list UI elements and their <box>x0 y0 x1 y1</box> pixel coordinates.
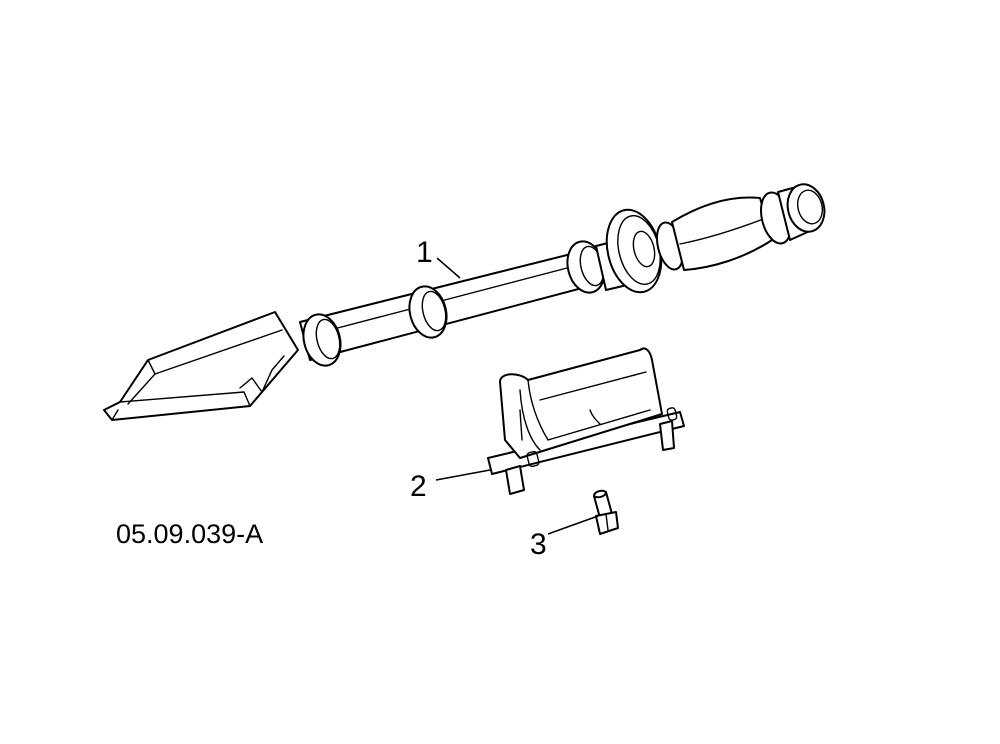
leader-line-1 <box>436 257 461 279</box>
shaft-assembly: 1 <box>103 183 826 421</box>
shaft-end-cap <box>786 183 826 233</box>
shaft-collar-3 <box>566 240 606 294</box>
shaft-collar-2 <box>408 285 448 339</box>
callout-1: 1 <box>416 236 433 269</box>
shaft-collar-1 <box>302 313 342 367</box>
bolt: 3 <box>530 489 619 561</box>
callout-3: 3 <box>530 528 547 561</box>
figure-code: 05.09.039-A <box>116 519 263 549</box>
shaft-tube <box>299 247 606 361</box>
callout-2: 2 <box>410 470 427 503</box>
leader-line-2 <box>435 469 491 481</box>
mounting-bracket: 2 <box>410 347 685 503</box>
shaft-blade <box>103 311 299 421</box>
leader-line-3 <box>547 515 599 535</box>
